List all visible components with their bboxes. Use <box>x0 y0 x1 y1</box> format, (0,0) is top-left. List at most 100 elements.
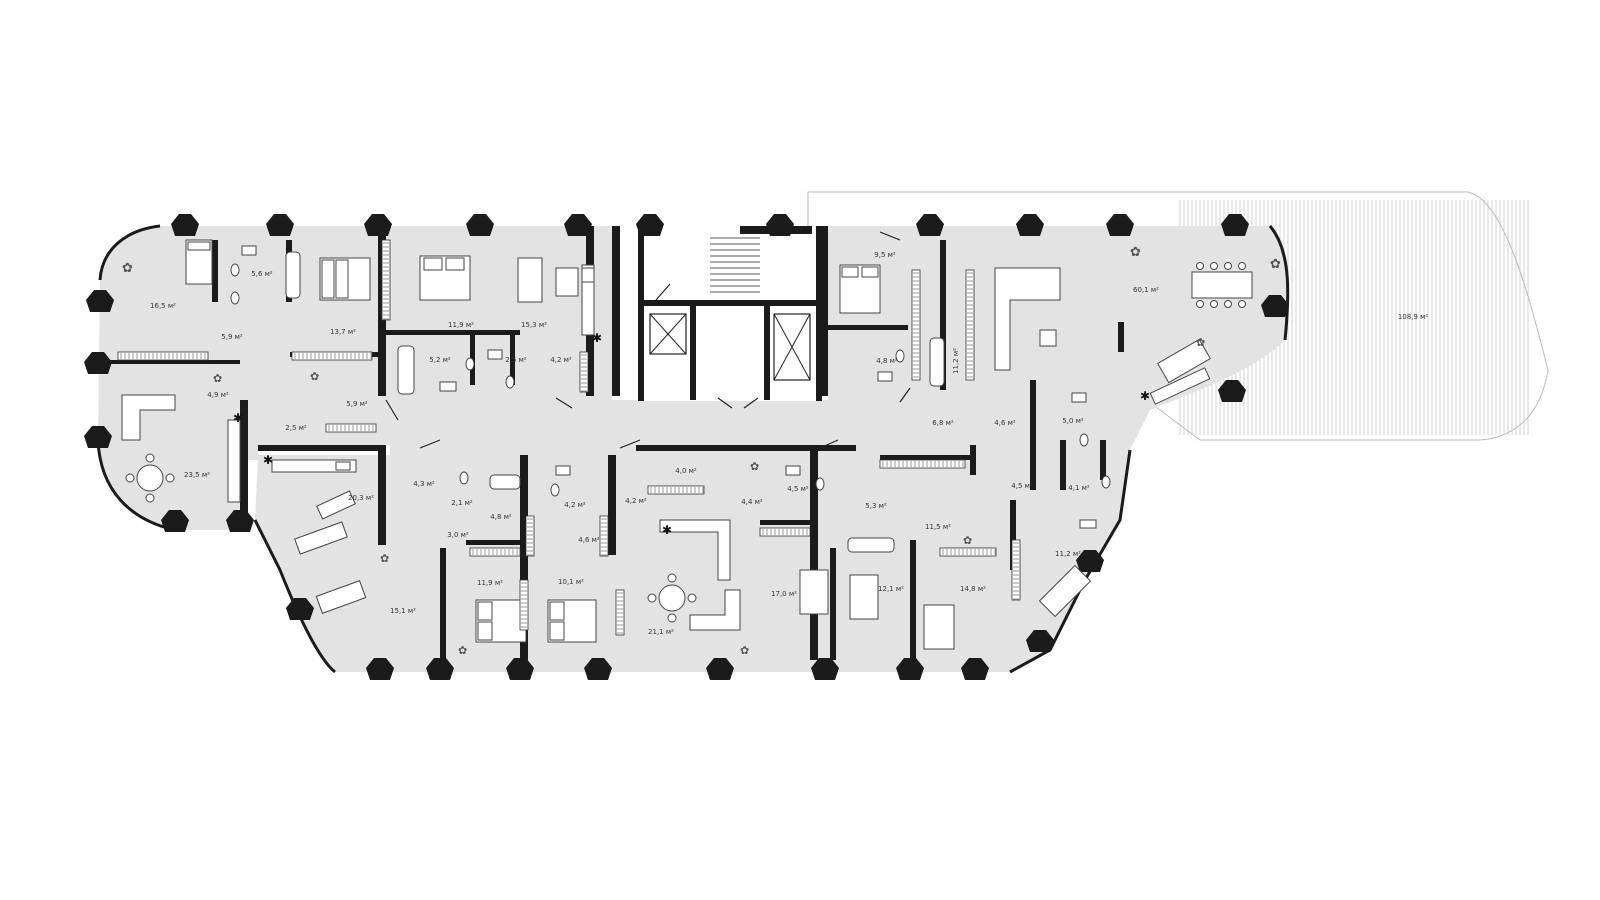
svg-text:✱: ✱ <box>1140 389 1150 403</box>
sofa-icon <box>517 257 543 303</box>
bathtub-icon <box>285 251 301 299</box>
kitchen-counter <box>659 519 731 581</box>
room-area-label: 13,7 м² <box>330 328 356 336</box>
snowflake-icon: ✱ <box>1140 389 1150 403</box>
plant-icon: ✿ <box>1130 245 1141 260</box>
dining-table-icon <box>555 267 579 297</box>
svg-text:✿: ✿ <box>1130 245 1141 260</box>
svg-text:✿: ✿ <box>963 534 972 547</box>
svg-text:✱: ✱ <box>263 453 273 467</box>
plant-icon: ✿ <box>380 552 389 565</box>
toilet-icon <box>230 291 240 305</box>
toilet-icon <box>505 375 515 389</box>
bed-icon <box>799 569 829 615</box>
room-area-label: 15,3 м² <box>521 321 547 329</box>
sofa-icon <box>121 394 176 441</box>
svg-text:✿: ✿ <box>380 552 389 565</box>
room-area-label: 11,5 м² <box>925 523 951 531</box>
bed-icon <box>923 604 955 650</box>
toilet-icon <box>815 477 825 491</box>
room-area-label: 4,1 м² <box>1068 484 1090 492</box>
dining-table-icon <box>316 490 356 520</box>
toilet-icon <box>459 471 469 485</box>
sink-icon <box>241 245 257 256</box>
bed-icon <box>547 599 597 643</box>
room-area-label: 5,6 м² <box>251 270 273 278</box>
plant-icon: ✿ <box>740 644 749 657</box>
building-core <box>638 226 822 401</box>
room-area-label: 23,5 м² <box>184 471 210 479</box>
kitchen-counter <box>227 419 241 503</box>
elevator-icon <box>649 313 687 355</box>
room-area-label: 4,3 м² <box>413 480 435 488</box>
room-area-label: 10,1 м² <box>558 578 584 586</box>
tv-unit <box>1118 322 1124 352</box>
room-area-label: 4,0 м² <box>675 467 697 475</box>
stove-icon <box>581 267 595 283</box>
sofa-icon <box>994 267 1061 371</box>
svg-text:✱: ✱ <box>662 523 672 537</box>
sink-icon <box>1079 519 1097 529</box>
toilet-icon <box>550 483 560 497</box>
room-area-label: 4,2 м² <box>564 501 586 509</box>
bathtub-icon <box>397 345 415 395</box>
svg-text:✿: ✿ <box>310 370 319 383</box>
plant-icon: ✿ <box>310 370 319 383</box>
sofa-icon <box>315 580 367 614</box>
svg-text:✱: ✱ <box>592 331 602 345</box>
toilet-icon <box>465 357 475 371</box>
bathtub-icon <box>847 537 895 553</box>
room-area-label: 21,1 м² <box>648 628 674 636</box>
room-area-label: 16,5 м² <box>150 302 176 310</box>
bed-icon <box>839 264 881 314</box>
room-area-label: 15,1 м² <box>390 607 416 615</box>
room-area-label: 2,5 м² <box>285 424 307 432</box>
room-area-label: 12,1 м² <box>878 585 904 593</box>
toilet-icon <box>230 263 240 277</box>
outer-walls <box>96 224 1290 674</box>
bed-icon <box>475 599 527 643</box>
room-area-label: 9,5 м² <box>874 251 896 259</box>
room-area-label: 6,8 м² <box>932 419 954 427</box>
dining-table-icon <box>125 453 175 503</box>
svg-text:✿: ✿ <box>750 460 759 473</box>
room-area-label: 5,3 м² <box>865 502 887 510</box>
room-area-label: 2,1 м² <box>451 499 473 507</box>
room-area-label: 4,4 м² <box>741 498 763 506</box>
bed-icon <box>419 255 471 301</box>
elevator-icon <box>773 313 811 381</box>
kitchen-counter <box>1149 367 1211 405</box>
svg-text:✿: ✿ <box>122 261 133 276</box>
svg-text:✱: ✱ <box>233 411 243 425</box>
plant-icon: ✿ <box>1270 257 1281 272</box>
sofa-icon <box>689 589 741 631</box>
room-area-label: 14,8 м² <box>960 585 986 593</box>
room-area-label: 11,9 м² <box>448 321 474 329</box>
room-area-label: 11,2 м² <box>1055 550 1081 558</box>
dining-table-icon <box>1191 262 1253 308</box>
plant-icon: ✿ <box>213 372 222 385</box>
sink-icon <box>555 465 571 476</box>
svg-text:✿: ✿ <box>213 372 222 385</box>
room-area-label: 60,1 м² <box>1133 286 1159 294</box>
room-area-label: 5,9 м² <box>221 333 243 341</box>
sink-icon <box>439 381 457 392</box>
toilet-icon <box>895 349 905 363</box>
bed-icon <box>849 574 879 620</box>
room-area-label: 4,2 м² <box>550 356 572 364</box>
kitchen-counter <box>271 459 357 473</box>
plant-icon: ✿ <box>458 644 467 657</box>
room-area-label: 2,5 м² <box>505 356 527 364</box>
room-labels: 16,5 м² 5,6 м² 5,9 м² 13,7 м² 11,9 м² 15… <box>150 251 1428 636</box>
room-area-label: 4,5 м² <box>1011 482 1033 490</box>
room-area-label: 4,8 м² <box>876 357 898 365</box>
sink-icon <box>785 465 801 476</box>
svg-text:✿: ✿ <box>740 644 749 657</box>
room-area-label: 5,9 м² <box>346 400 368 408</box>
svg-text:✿: ✿ <box>1270 257 1281 272</box>
plant-icon: ✿ <box>963 534 972 547</box>
sofa-icon <box>1038 564 1092 618</box>
room-area-label: 4,6 м² <box>578 536 600 544</box>
bathtub-icon <box>489 474 521 490</box>
